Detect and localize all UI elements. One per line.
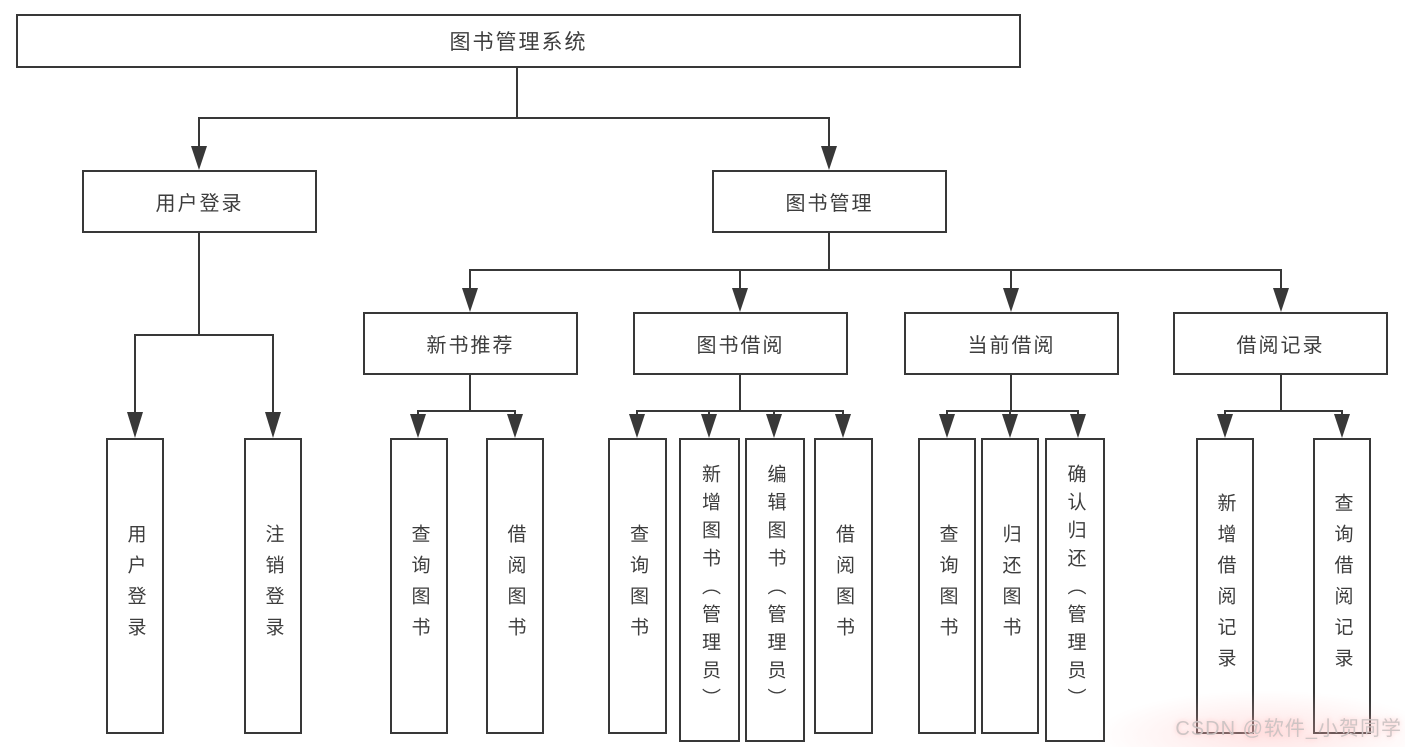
leaf-cb-confirm-return-admin: 确认归还（管理员）	[1045, 438, 1105, 742]
node-book-mgmt: 图书管理	[712, 170, 947, 233]
watermark-glow	[1095, 690, 1405, 747]
node-borrow-record-label: 借阅记录	[1236, 335, 1325, 357]
leaf-bb-edit-book-admin: 编辑图书（管理员）	[745, 438, 805, 742]
node-user-login-label: 用户登录	[155, 193, 244, 215]
leaf-bb-borrow-book: 借阅图书	[814, 438, 873, 734]
node-new-book-rec-label: 新书推荐	[426, 335, 515, 357]
connector-book-mgmt-children	[462, 233, 1289, 312]
leaf-cb-return-book-label: 归还图书	[999, 524, 1021, 648]
leaf-bb-query-book-label: 查询图书	[627, 524, 648, 648]
node-book-borrow-label: 图书借阅	[696, 335, 785, 357]
leaf-logout: 注销登录	[244, 438, 302, 734]
leaf-nb-borrow-book-label: 借阅图书	[504, 524, 526, 648]
leaf-bb-add-book-admin: 新增图书（管理员）	[679, 438, 740, 742]
connector-user-login-children	[127, 233, 281, 438]
node-root-label: 图书管理系统	[449, 31, 588, 54]
node-current-borrow: 当前借阅	[904, 312, 1119, 375]
node-book-mgmt-label: 图书管理	[785, 193, 874, 215]
connector-borrow-record-children	[1217, 375, 1350, 438]
node-current-borrow-label: 当前借阅	[967, 335, 1056, 357]
leaf-br-query-record: 查询借阅记录	[1313, 438, 1371, 734]
leaf-br-add-record: 新增借阅记录	[1196, 438, 1254, 734]
connector-root-to-level2	[191, 68, 837, 170]
leaf-bb-borrow-book-label: 借阅图书	[833, 524, 854, 648]
leaf-br-query-record-label: 查询借阅记录	[1331, 493, 1353, 679]
leaf-nb-query-book: 查询图书	[390, 438, 448, 734]
connector-current-borrow-children	[939, 375, 1086, 438]
leaf-nb-borrow-book: 借阅图书	[486, 438, 544, 734]
connector-book-borrow-children	[629, 375, 851, 438]
leaf-cb-confirm-return-admin-label: 确认归还（管理员）	[1064, 464, 1086, 716]
leaf-br-add-record-label: 新增借阅记录	[1214, 493, 1236, 679]
leaf-user-login-label: 用户登录	[124, 524, 146, 648]
leaf-cb-return-book: 归还图书	[981, 438, 1039, 734]
leaf-cb-query-book-label: 查询图书	[936, 524, 958, 648]
leaf-nb-query-book-label: 查询图书	[408, 524, 430, 648]
csdn-watermark: CSDN @软件_小贺同学	[1175, 718, 1402, 740]
node-root: 图书管理系统	[16, 14, 1021, 68]
node-new-book-rec: 新书推荐	[363, 312, 578, 375]
leaf-bb-query-book: 查询图书	[608, 438, 667, 734]
leaf-bb-edit-book-admin-label: 编辑图书（管理员）	[764, 464, 786, 716]
node-borrow-record: 借阅记录	[1173, 312, 1388, 375]
node-user-login: 用户登录	[82, 170, 317, 233]
leaf-cb-query-book: 查询图书	[918, 438, 976, 734]
connector-new-book-children	[410, 375, 523, 438]
node-book-borrow: 图书借阅	[633, 312, 848, 375]
leaf-user-login: 用户登录	[106, 438, 164, 734]
leaf-logout-label: 注销登录	[262, 524, 284, 648]
leaf-bb-add-book-admin-label: 新增图书（管理员）	[699, 464, 720, 716]
